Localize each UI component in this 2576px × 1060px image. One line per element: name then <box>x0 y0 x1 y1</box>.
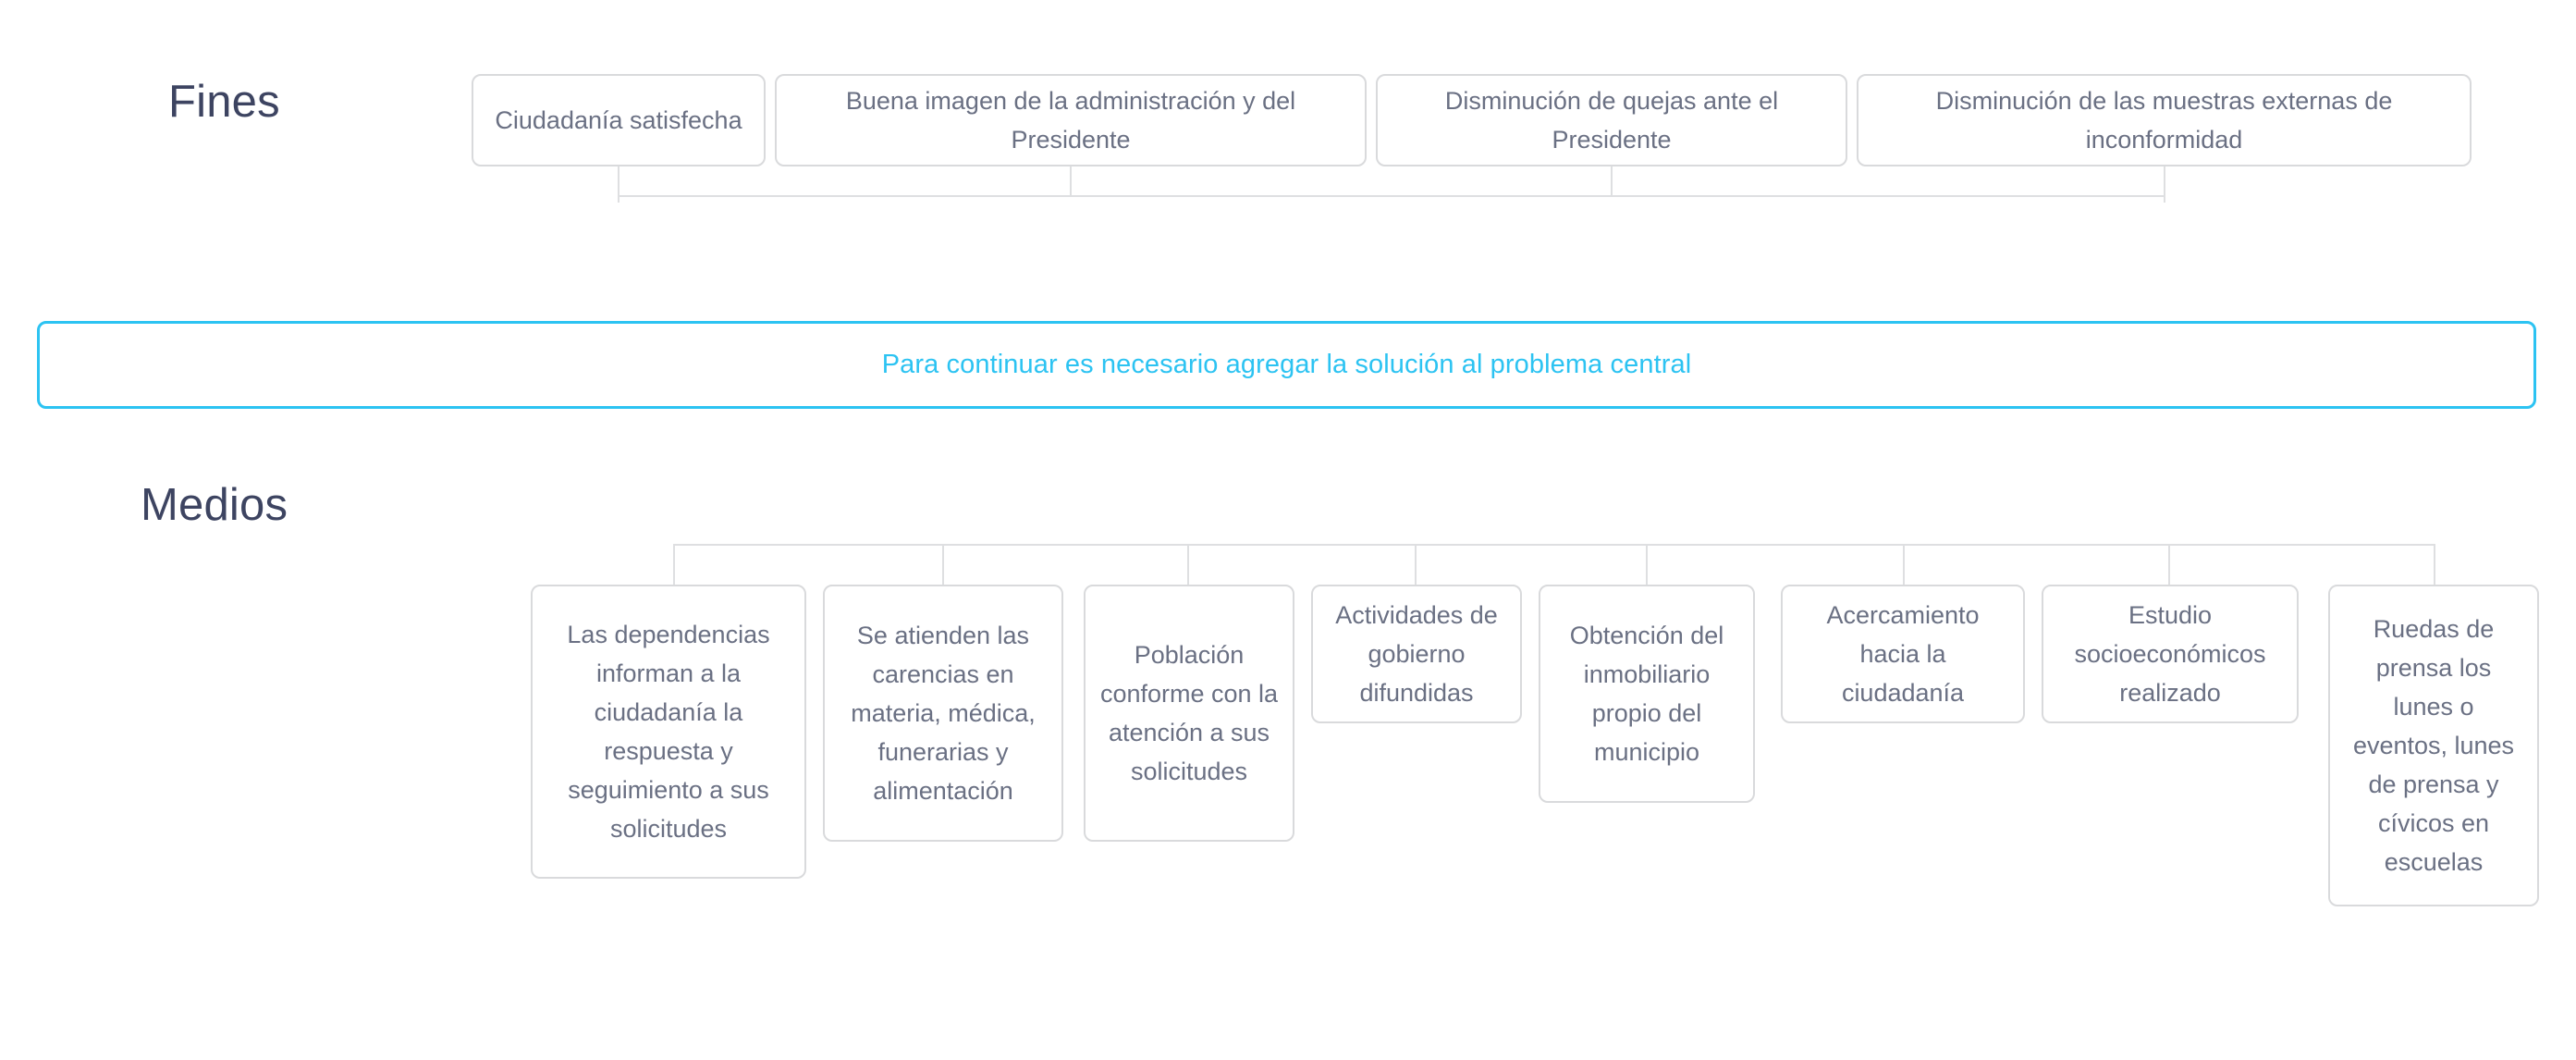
medios-node-acercamiento-ciudadania[interactable]: Acercamiento hacia la ciudadanía <box>1781 585 2025 723</box>
node-label: Ruedas de prensa los lunes o eventos, lu… <box>2352 615 2515 876</box>
node-label: Disminución de las muestras externas de … <box>1935 87 2393 154</box>
node-label: Ciudadanía satisfecha <box>495 106 742 134</box>
medios-connector-drop-5 <box>1903 544 1905 585</box>
node-label: Buena imagen de la administración y del … <box>845 87 1296 154</box>
medios-connector-drop-2 <box>1187 544 1189 585</box>
medios-connector-drop-6 <box>2168 544 2170 585</box>
fines-connector-spine-left-cap <box>618 195 619 203</box>
medios-connector-drop-7 <box>2434 544 2435 585</box>
medios-connector-spine <box>673 544 2435 546</box>
fines-section-title: Fines <box>168 77 280 127</box>
node-label: Acercamiento hacia la ciudadanía <box>1826 601 1980 707</box>
node-label: Población conforme con la atención a sus… <box>1099 641 1279 785</box>
info-banner-message: Para continuar es necesario agregar la s… <box>881 350 1692 379</box>
medios-connector-drop-0 <box>673 544 675 585</box>
node-label: Obtención del inmobiliario propio del mu… <box>1569 622 1724 766</box>
medios-connector-drop-4 <box>1646 544 1648 585</box>
node-label: Actividades de gobierno difundidas <box>1335 601 1498 707</box>
fines-connector-spine-right-cap <box>2164 195 2165 203</box>
fines-connector-stub-3 <box>2164 166 2165 196</box>
node-label: Disminución de quejas ante el Presidente <box>1444 87 1779 154</box>
fines-node-ciudadania-satisfecha[interactable]: Ciudadanía satisfecha <box>472 74 766 166</box>
medios-node-dependencias-informan[interactable]: Las dependencias informan a la ciudadaní… <box>531 585 806 879</box>
medios-node-obtencion-inmobiliario[interactable]: Obtención del inmobiliario propio del mu… <box>1539 585 1755 803</box>
medios-connector-drop-1 <box>942 544 944 585</box>
fines-node-disminucion-muestras[interactable]: Disminución de las muestras externas de … <box>1857 74 2472 166</box>
node-label: Las dependencias informan a la ciudadaní… <box>567 621 770 843</box>
fines-connector-stub-1 <box>1070 166 1072 196</box>
medios-node-actividades-difundidas[interactable]: Actividades de gobierno difundidas <box>1311 585 1522 723</box>
medios-node-ruedas-prensa[interactable]: Ruedas de prensa los lunes o eventos, lu… <box>2328 585 2539 906</box>
fines-node-buena-imagen[interactable]: Buena imagen de la administración y del … <box>775 74 1367 166</box>
fines-connector-stub-2 <box>1611 166 1613 196</box>
fines-node-disminucion-quejas[interactable]: Disminución de quejas ante el Presidente <box>1376 74 1847 166</box>
medios-section-title: Medios <box>141 480 288 530</box>
fines-connector-stub-0 <box>618 166 619 196</box>
fines-connector-spine <box>618 195 2165 197</box>
node-label: Se atienden las carencias en materia, mé… <box>851 622 1036 805</box>
medios-node-poblacion-conforme[interactable]: Población conforme con la atención a sus… <box>1084 585 1294 842</box>
medios-node-estudio-socioeconomicos[interactable]: Estudio socioeconómicos realizado <box>2042 585 2299 723</box>
fines-bracket-segment-0 <box>618 195 1072 201</box>
info-banner[interactable]: Para continuar es necesario agregar la s… <box>37 321 2536 409</box>
medios-connector-drop-3 <box>1415 544 1417 585</box>
medios-node-atienden-carencias[interactable]: Se atienden las carencias en materia, mé… <box>823 585 1063 842</box>
node-label: Estudio socioeconómicos realizado <box>2074 601 2266 707</box>
